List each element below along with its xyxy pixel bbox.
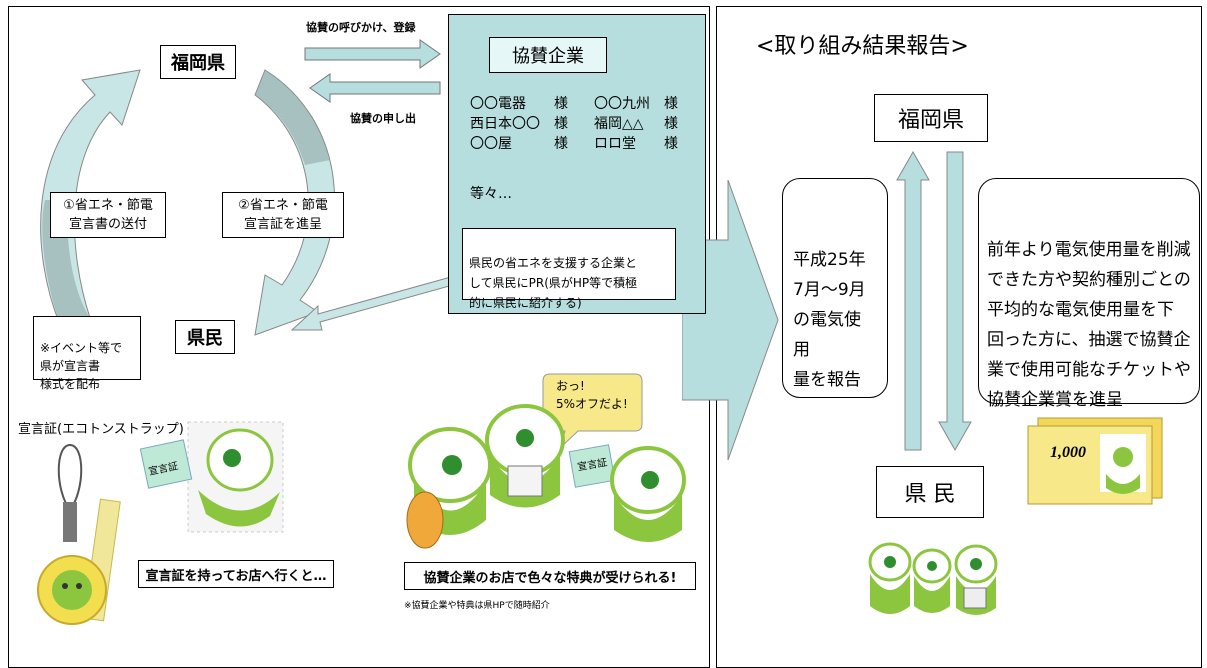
kenmin-box: 県民	[175, 320, 235, 354]
event-note-box: ※イベント等で 県が宣言書 様式を配布	[33, 316, 141, 391]
step2-text: ②省エネ・節電 宣言証を進呈	[238, 198, 328, 232]
report-title: <取り組み結果報告>	[756, 34, 969, 59]
report-text: 平成25年 7月～9月 の電気使用 量を報告	[793, 250, 866, 390]
honorific: 様	[664, 116, 678, 132]
sponsor-list: 〇〇電器 様 〇〇九州 様 西日本〇〇 様 福岡△△ 様 〇〇屋 様 ロロ堂 様	[470, 94, 700, 154]
sponsor-name: 〇〇電器	[470, 96, 526, 112]
honorific: 様	[664, 96, 678, 112]
step2-box: ②省エネ・節電 宣言証を進呈	[222, 192, 344, 238]
speech-bubble-text: おっ! 5%オフだよ!	[556, 379, 628, 411]
benefit-note: ※協賛企業や特典は県HPで随時紹介	[404, 601, 550, 611]
event-note-text: ※イベント等で 県が宣言書 様式を配布	[40, 341, 123, 391]
sponsor-title: 協賛企業	[512, 46, 584, 67]
benefit-box: 協賛企業のお店で色々な特典が受けられる!	[404, 562, 696, 590]
honorific: 様	[554, 96, 568, 112]
reward-box: 前年より電気使用量を削減 できた方や契約種別ごとの 平均的な電気使用量を下 回っ…	[978, 178, 1200, 410]
right-fukuoka-label: 福岡県	[897, 108, 964, 133]
down-arrow	[938, 151, 972, 452]
strap-image	[37, 443, 121, 625]
pr-box: 県民の省エネを支援する企業と して県民にPR(県がHP等で積極 的に県民に紹介す…	[462, 228, 676, 310]
sponsor-title-box: 協賛企業	[489, 37, 607, 73]
vertical-arrows	[896, 150, 972, 452]
honorific: 様	[554, 136, 568, 152]
sponsor-name: 西日本〇〇	[470, 116, 540, 132]
honorific: 様	[554, 116, 568, 132]
apply-arrow	[309, 73, 441, 103]
shop-mascots	[406, 373, 686, 549]
pr-text: 県民の省エネを支援する企業と して県民にPR(県がHP等で積極 的に県民に紹介す…	[469, 256, 638, 310]
step1-text: ①省エネ・節電 宣言書の送付	[63, 198, 153, 232]
sponsor-name: 〇〇屋	[470, 136, 512, 152]
fukuoka-label: 福岡県	[171, 53, 225, 74]
list-item: 〇〇電器 様 〇〇九州 様	[470, 94, 700, 114]
sponsor-name: ロロ堂	[594, 136, 636, 152]
benefit-text: 協賛企業のお店で色々な特典が受けられる!	[423, 570, 677, 586]
reward-text: 前年より電気使用量を削減 できた方や契約種別ごとの 平均的な電気使用量を下 回っ…	[987, 240, 1191, 410]
apply-arrow-label: 協賛の申し出	[350, 112, 416, 125]
sponsor-etc: 等々…	[470, 186, 512, 202]
ticket-value: 1,000	[1050, 444, 1086, 461]
pr-arrow	[290, 274, 461, 331]
go-shop-box: 宣言証を持ってお店へ行くと…	[138, 560, 334, 588]
strap-label: 宣言証(エコトンストラップ)	[18, 422, 184, 437]
big-right-arrow	[682, 180, 779, 461]
right-kenmin-label: 県 民	[904, 482, 956, 507]
cycle-arrows	[40, 39, 461, 336]
right-kenmin-box: 県 民	[876, 466, 984, 518]
go-shop-text: 宣言証を持ってお店へ行くと…	[145, 568, 327, 584]
list-item: 西日本〇〇 様 福岡△△ 様	[470, 114, 700, 134]
list-item: 〇〇屋 様 ロロ堂 様	[470, 134, 700, 154]
fukuoka-box: 福岡県	[160, 45, 236, 79]
up-arrow	[896, 150, 930, 451]
ticket-image	[1027, 417, 1163, 505]
step1-box: ①省エネ・節電 宣言書の送付	[50, 192, 166, 238]
badge-mascot	[140, 421, 284, 533]
kenmin-label: 県民	[187, 328, 223, 349]
sponsor-name: 福岡△△	[594, 116, 644, 132]
invite-arrow-label: 協賛の呼びかけ、登録	[306, 21, 416, 34]
kenmin-mascots	[868, 542, 998, 615]
honorific: 様	[664, 136, 678, 152]
right-fukuoka-box: 福岡県	[874, 94, 988, 142]
sponsor-name: 〇〇九州	[594, 96, 650, 112]
report-box: 平成25年 7月～9月 の電気使用 量を報告	[782, 178, 888, 398]
invite-arrow	[304, 39, 441, 69]
